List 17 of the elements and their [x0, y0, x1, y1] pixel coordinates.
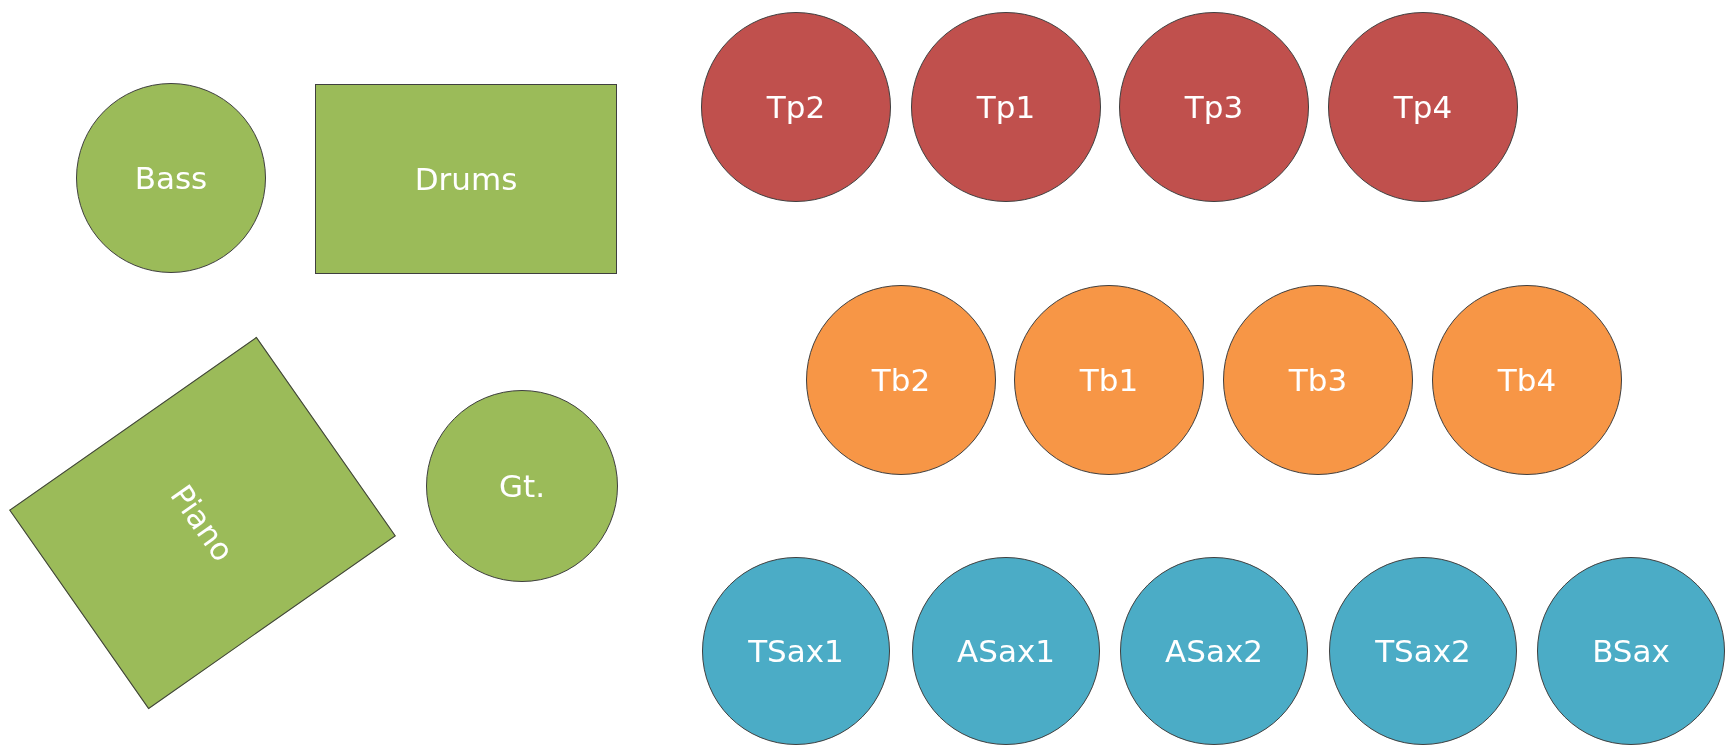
instrument-label: ASax2	[1165, 633, 1263, 669]
instrument-label: Bass	[134, 160, 208, 196]
instrument-label: Tb3	[1288, 362, 1348, 398]
instrument-label: Tp3	[1184, 89, 1244, 125]
instrument-label: TSax1	[748, 633, 844, 669]
instrument-box	[315, 84, 617, 274]
instrument-label: Tb2	[871, 362, 931, 398]
instrument-label: Tb4	[1497, 362, 1557, 398]
instrument-label: Tp1	[976, 89, 1036, 125]
instrument-label: BSax	[1592, 633, 1670, 669]
instrument-label: Gt.	[499, 468, 545, 504]
instrument-label: Tb1	[1079, 362, 1139, 398]
instrument-label: ASax1	[957, 633, 1055, 669]
instrument-label: Drums	[414, 161, 518, 197]
instrument-label: Tp4	[1393, 89, 1453, 125]
instrument-label: Tp2	[766, 89, 826, 125]
instrument-label: TSax2	[1375, 633, 1471, 669]
